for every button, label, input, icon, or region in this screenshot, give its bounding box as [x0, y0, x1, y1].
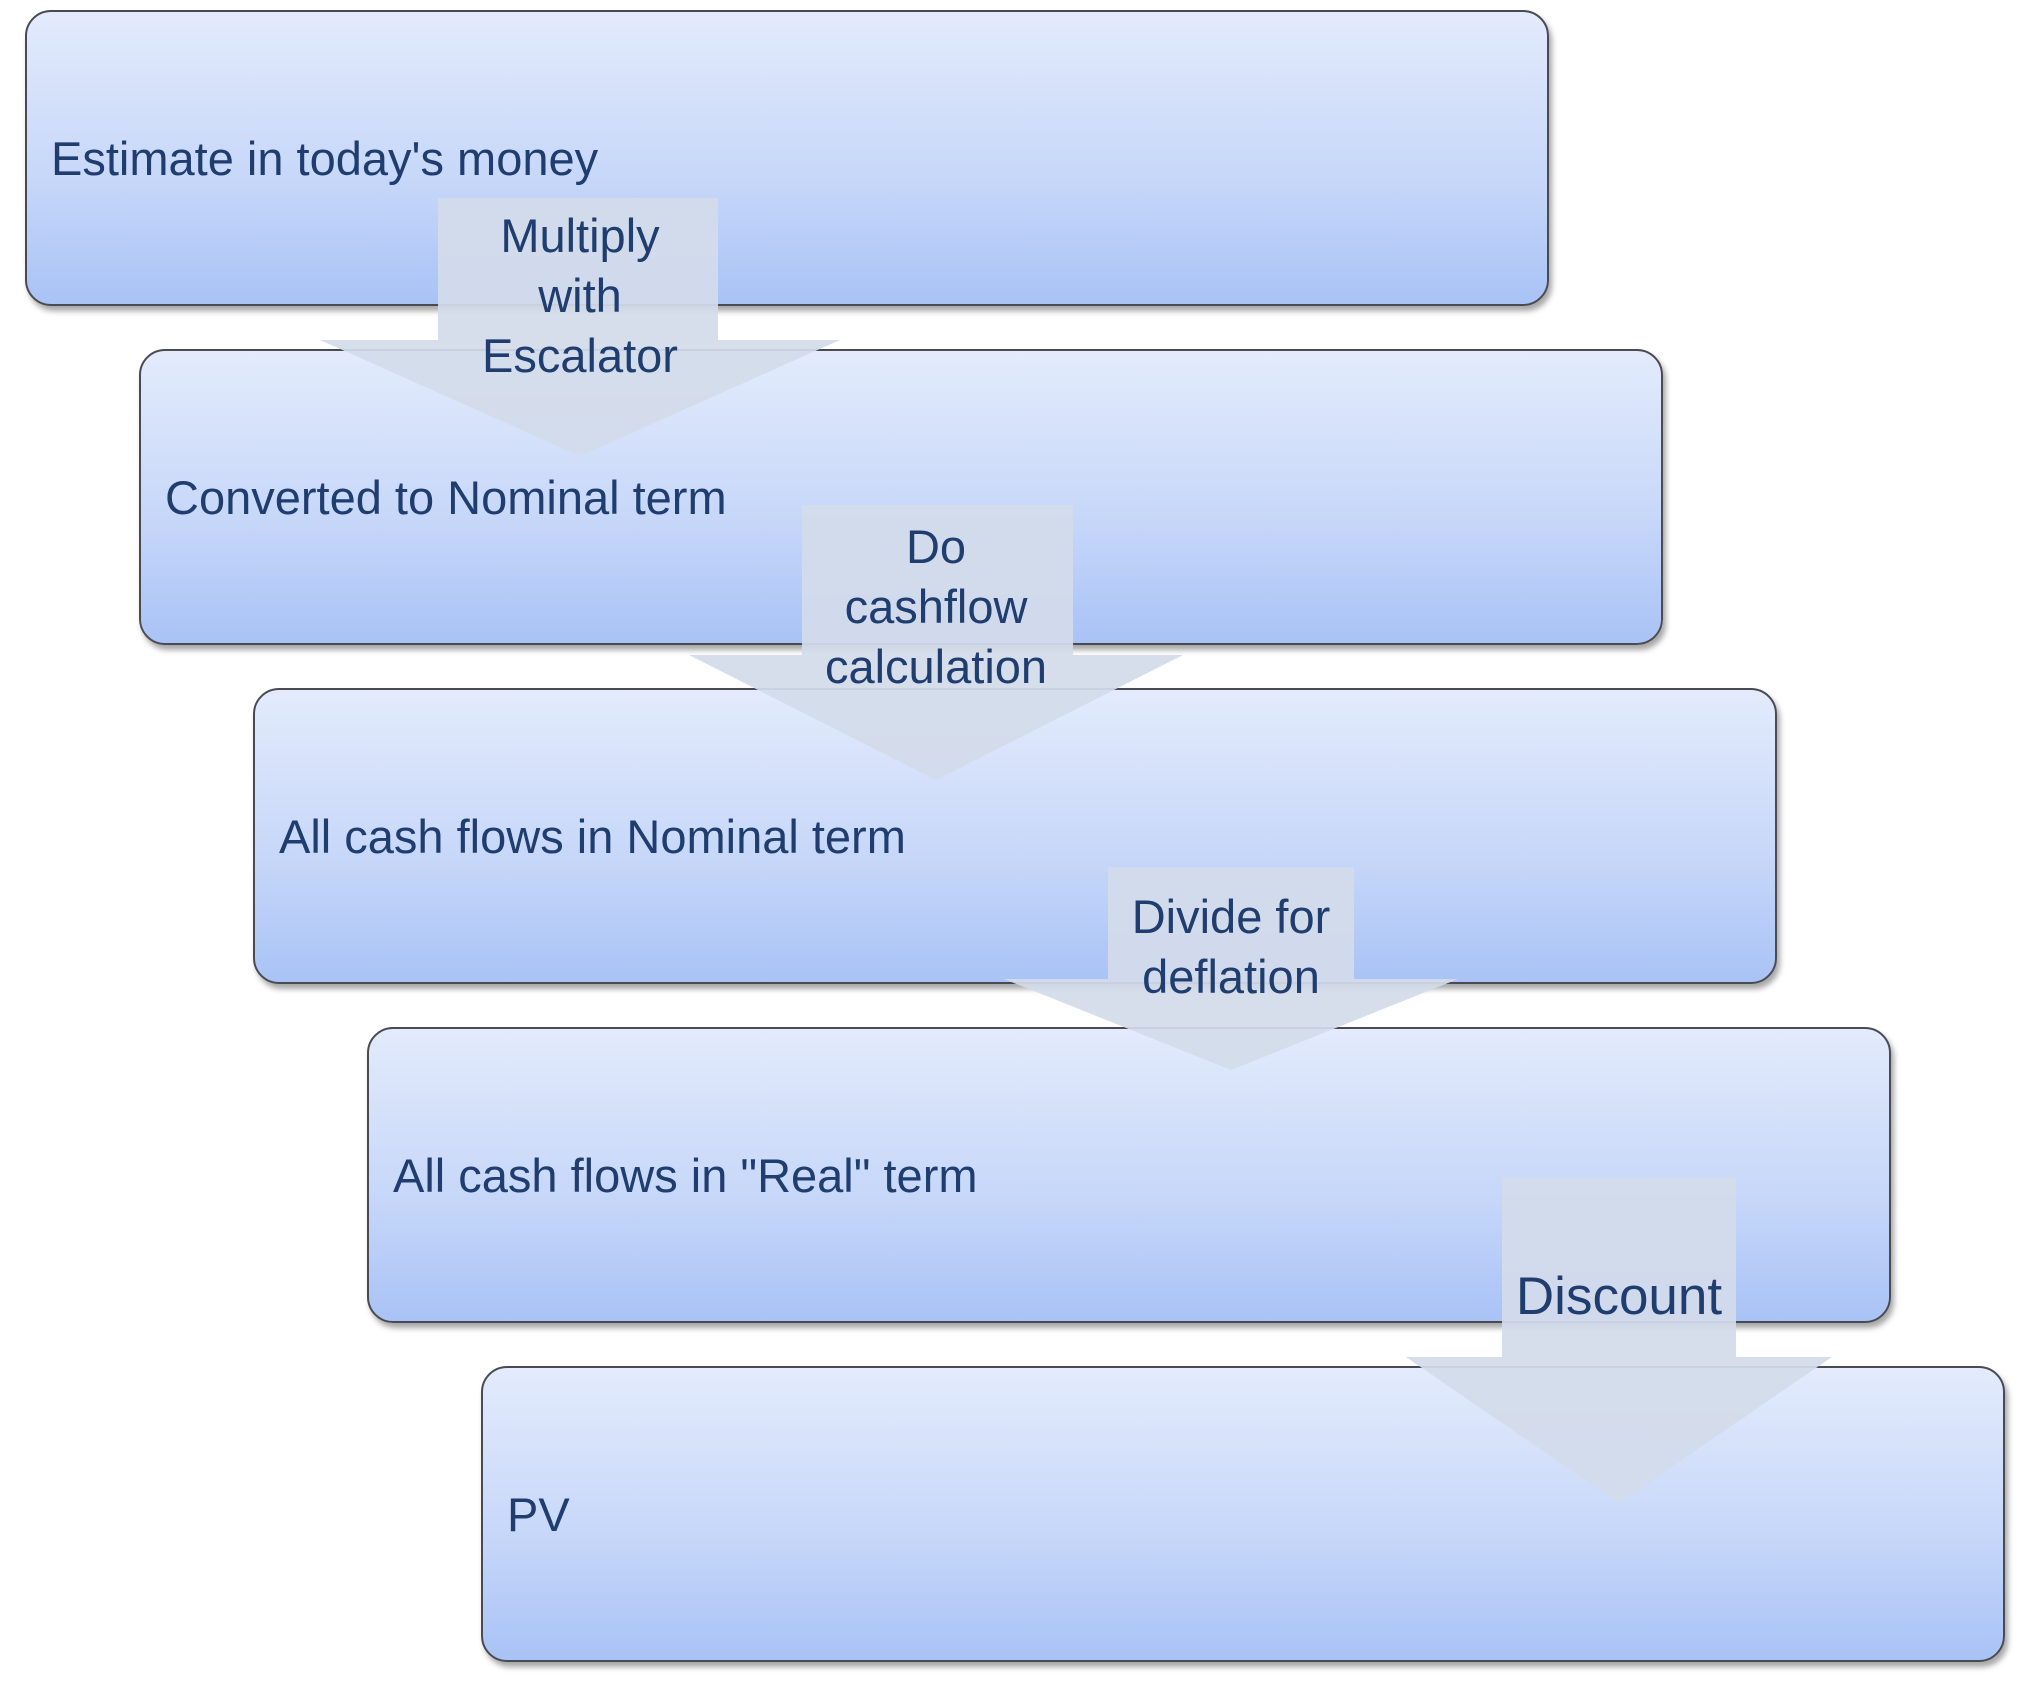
arrow-2: Do cashflow calculation [689, 505, 1183, 780]
arrow-label-1: Multiply with Escalator [482, 209, 678, 382]
step-box-1: Estimate in today's money [25, 10, 1549, 306]
down-arrow-icon [320, 198, 840, 456]
arrow-4: Discount [1406, 1177, 1832, 1503]
arrow-3: Divide for deflation [1004, 867, 1458, 1070]
down-arrow-icon [1004, 867, 1458, 1070]
step-box-5: PV [481, 1366, 2005, 1662]
step-label-4: All cash flows in "Real" term [393, 1148, 978, 1202]
step-label-5: PV [507, 1487, 570, 1541]
arrow-label-2: Do cashflow calculation [824, 520, 1048, 693]
down-arrow-icon [1406, 1177, 1832, 1503]
down-arrow-icon [689, 505, 1183, 780]
step-label-2: Converted to Nominal term [165, 470, 727, 524]
step-label-1: Estimate in today's money [51, 131, 599, 185]
arrow-label-3: Divide for deflation [1131, 890, 1331, 1003]
step-label-3: All cash flows in Nominal term [279, 809, 906, 863]
arrow-label-4: Discount [1515, 1267, 1723, 1326]
arrow-1: Multiply with Escalator [320, 198, 840, 456]
